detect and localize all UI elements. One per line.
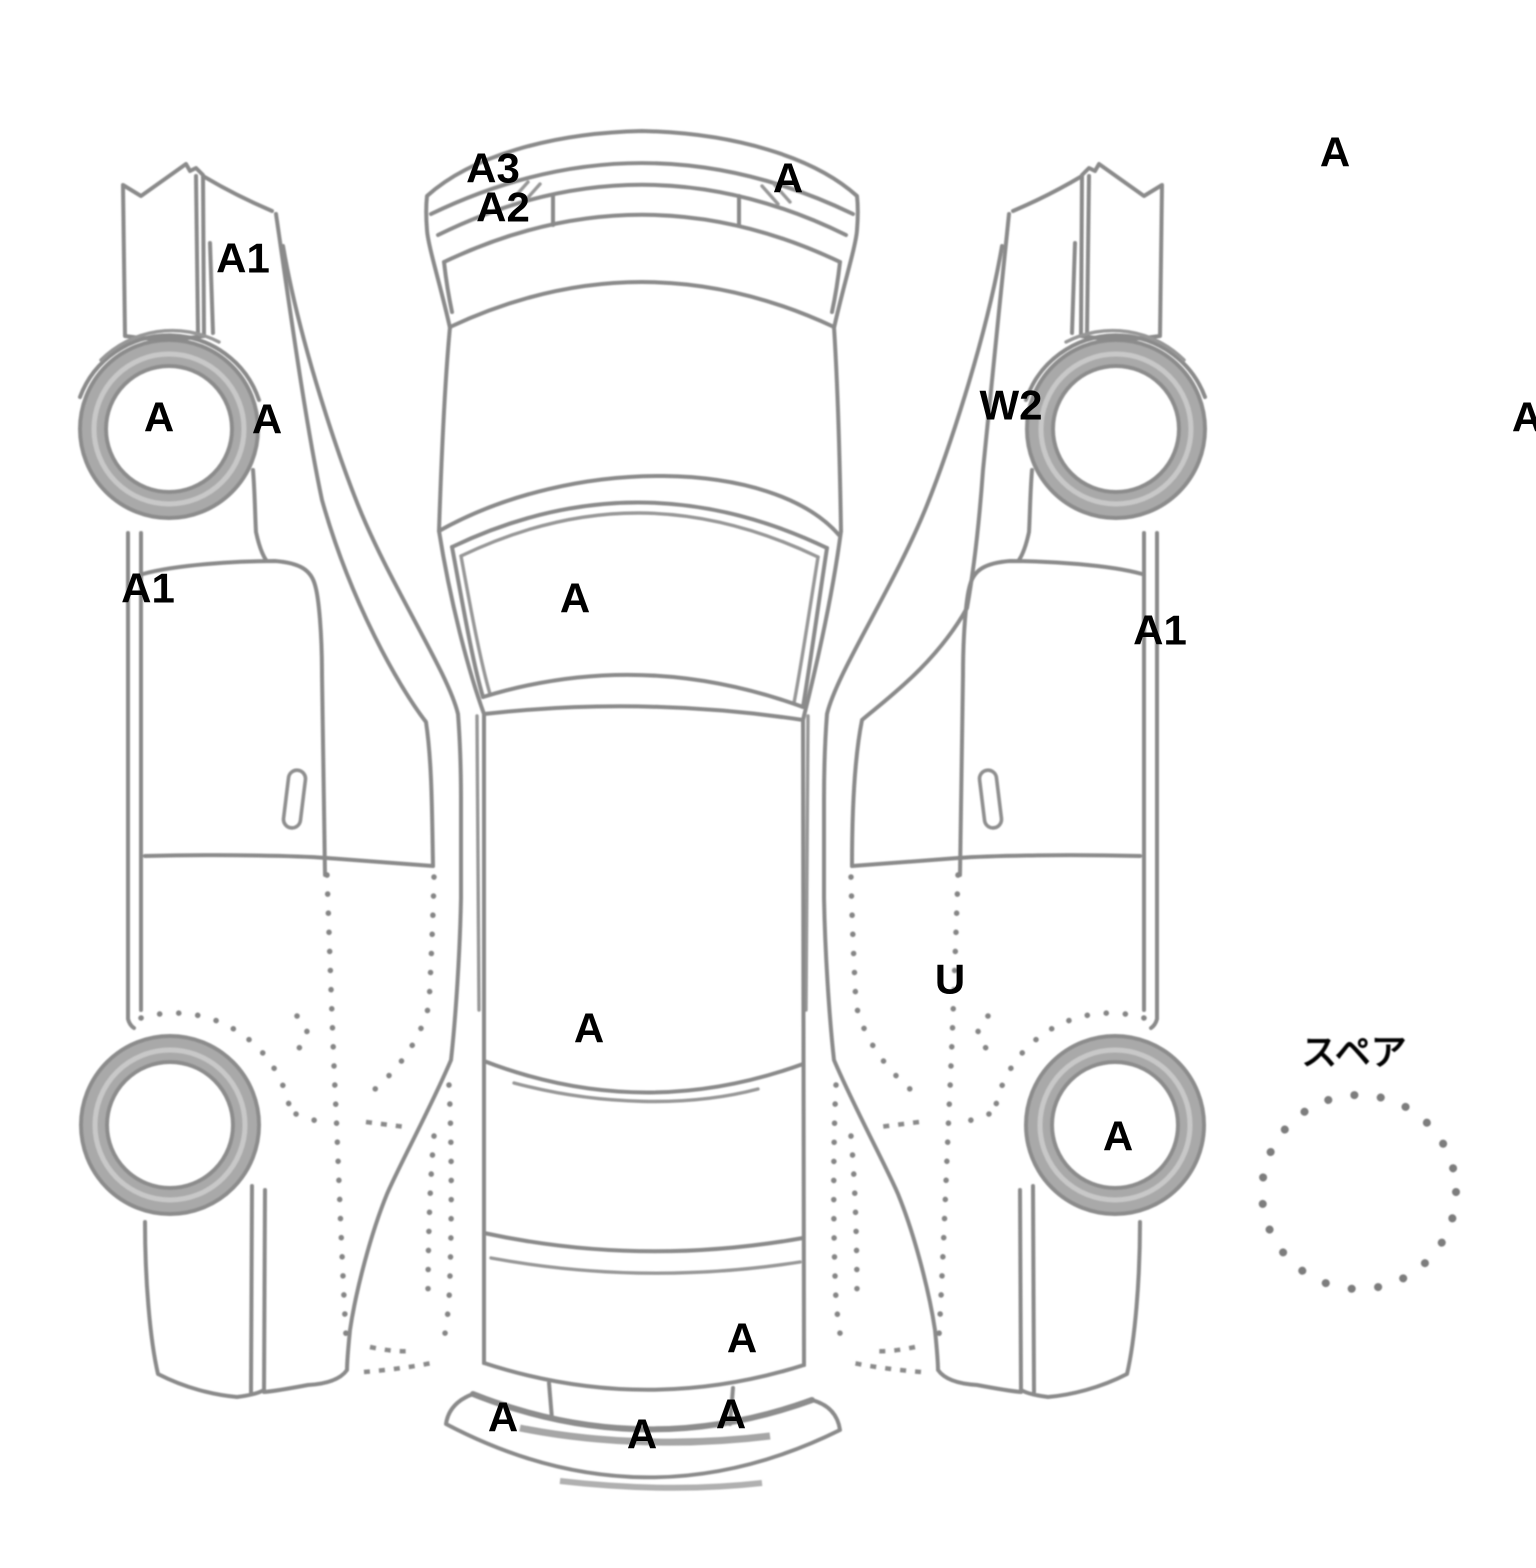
svg-text:A2: A2	[476, 184, 530, 231]
svg-text:A: A	[1103, 1113, 1133, 1160]
svg-text:A1: A1	[216, 235, 270, 282]
svg-text:U: U	[935, 956, 965, 1003]
svg-text:A: A	[1512, 394, 1536, 441]
svg-text:A3: A3	[466, 145, 520, 192]
svg-text:A: A	[488, 1394, 518, 1441]
svg-text:A: A	[627, 1411, 657, 1458]
svg-text:A1: A1	[121, 565, 175, 612]
svg-text:A: A	[574, 1005, 604, 1052]
svg-text:A: A	[144, 394, 174, 441]
svg-text:A: A	[727, 1315, 757, 1362]
svg-text:スペア: スペア	[1301, 1032, 1406, 1073]
svg-text:A: A	[1320, 129, 1350, 176]
svg-text:A: A	[716, 1391, 746, 1438]
svg-text:A: A	[560, 575, 590, 622]
svg-text:A1: A1	[1133, 607, 1187, 654]
svg-text:A: A	[773, 155, 803, 202]
svg-text:W2: W2	[980, 382, 1043, 429]
svg-text:A: A	[252, 396, 282, 443]
